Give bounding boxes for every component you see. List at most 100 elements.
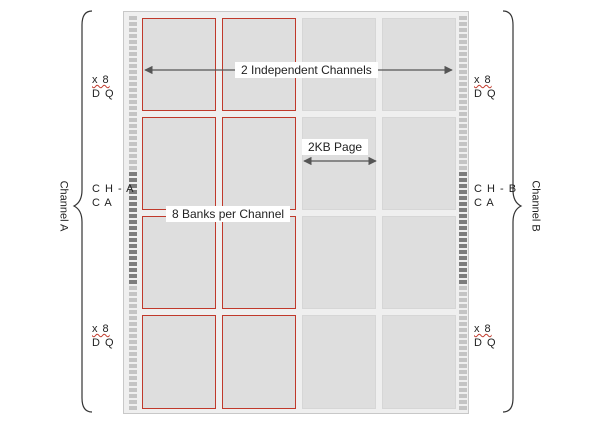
pin [459,406,467,410]
pin [129,124,137,128]
pin [129,298,137,302]
pin [129,310,137,314]
dq-width-label: x 8 [474,74,492,86]
pin [129,52,137,56]
pin [129,22,137,26]
dq-group-b-bottom: x 8 D Q [474,322,497,350]
pin [459,16,467,20]
pin [459,52,467,56]
pin [459,364,467,368]
pin [129,328,137,332]
ch-b-label: C H - B [474,183,518,195]
pin [459,154,467,158]
pin [129,130,137,134]
pin [459,268,467,272]
pin [459,88,467,92]
pin [129,358,137,362]
pin [459,250,467,254]
bank-a-7 [142,315,216,409]
pin [459,352,467,356]
pin [459,382,467,386]
bank-b-8 [382,315,456,409]
pin [129,316,137,320]
dq-name-label: D Q [92,88,115,100]
pin [459,130,467,134]
pin [129,382,137,386]
dq-group-a-top: x 8 D Q [92,73,115,101]
pin [459,256,467,260]
pin [459,292,467,296]
pin [459,322,467,326]
pin [129,34,137,38]
pin [459,220,467,224]
pin [459,22,467,26]
pin [459,370,467,374]
pin [459,190,467,194]
pin [129,292,137,296]
pin [129,46,137,50]
pin [459,136,467,140]
banks-per-channel-label: 8 Banks per Channel [166,206,291,222]
pin [459,298,467,302]
pin [129,178,137,182]
pin [129,196,137,200]
pin [459,166,467,170]
pin [129,274,137,278]
pin [459,346,467,350]
pin [129,154,137,158]
bank-b-4 [382,117,456,210]
pin [459,214,467,218]
pin [129,256,137,260]
bank-b-2 [382,18,456,111]
pin [459,34,467,38]
channel-a-pin-strip [129,16,137,411]
pin [459,238,467,242]
pin [129,58,137,62]
ca-a-label: C A [92,197,113,209]
pin [129,346,137,350]
pin [129,244,137,248]
pin [129,28,137,32]
pin [459,118,467,122]
pin [129,142,137,146]
pin [459,112,467,116]
dq-width-label: x 8 [92,74,110,86]
pin [129,220,137,224]
pin [129,400,137,404]
pin [459,358,467,362]
pin [129,250,137,254]
pin [459,304,467,308]
bank-a-6 [222,216,296,309]
pin [129,160,137,164]
channel-b-pin-strip [459,16,467,411]
pin [129,214,137,218]
dq-name-label: D Q [92,337,115,349]
pin [129,112,137,116]
pin [459,208,467,212]
bank-a-8 [222,315,296,409]
pin [459,94,467,98]
pin [129,406,137,410]
pin [129,40,137,44]
pin [459,172,467,176]
pin [459,376,467,380]
pin [459,280,467,284]
pin [129,352,137,356]
pin [129,304,137,308]
pin [129,64,137,68]
pin [459,184,467,188]
pin [129,370,137,374]
pin [129,100,137,104]
die-outline [123,11,469,414]
dq-name-label: D Q [474,88,497,100]
pin [459,394,467,398]
pin [459,328,467,332]
pin [129,226,137,230]
pin [459,232,467,236]
pin [129,232,137,236]
pin [459,82,467,86]
ch-a-label: C H - A [92,183,135,195]
pin [459,28,467,32]
